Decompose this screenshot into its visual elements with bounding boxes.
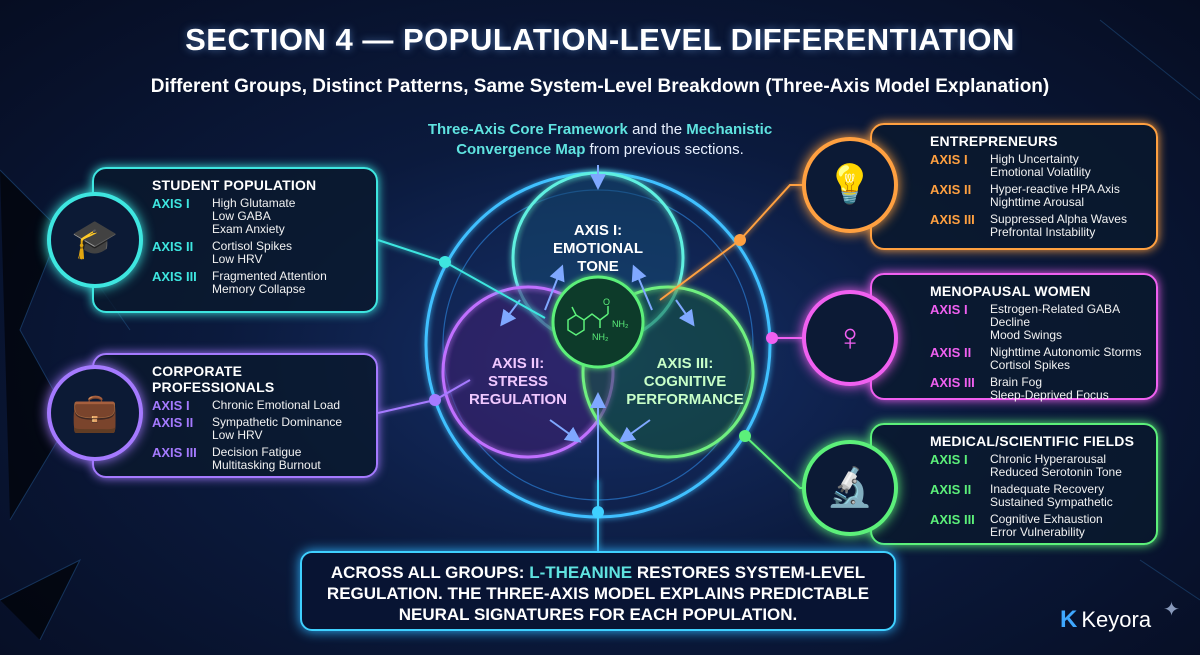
axis-description: Chronic Hyperarousal Reduced Serotonin T… (990, 452, 1122, 479)
summary-highlight: L-Theanine (529, 563, 633, 582)
molecule-icon (567, 306, 609, 336)
axis-label: AXIS III (930, 375, 975, 390)
axis-row: AXIS I Chronic Emotional Load (152, 398, 366, 413)
axis-label: AXIS II (152, 415, 194, 430)
axis-row: AXIS III Decision Fatigue Multitasking Bu… (152, 446, 366, 472)
axis-description: Cortisol Spikes Low HRV (212, 239, 293, 266)
axis-description: Suppressed Alpha Waves Prefrontal Instab… (990, 212, 1127, 239)
axis-description: Decision Fatigue Multitasking Burnout (212, 445, 321, 472)
axis-row: AXIS I Chronic Hyperarousal Reduced Serot… (930, 453, 1146, 479)
molecule-circle (551, 275, 645, 369)
axis-row: AXIS III Suppressed Alpha Waves Prefronta… (930, 213, 1146, 239)
intro-highlight-1: Three-Axis Core Framework (427, 121, 628, 138)
group-card: ENTREPRENEURS AXIS I High Uncertainty Emot… (870, 123, 1158, 250)
summary-pre: Across all groups: (330, 563, 530, 582)
intro-end: from previous sections. (585, 141, 744, 158)
molecule-nh2-a: NH₂ (612, 319, 629, 329)
businessman-icon: 💼 (47, 365, 143, 461)
group-title: CORPORATE PROFESSIONALS (152, 363, 275, 395)
axis-label: AXIS I (930, 302, 968, 317)
brand-name: Keyora (1081, 607, 1152, 632)
axis-row: AXIS II Nighttime Autonomic Storms Cortis… (930, 346, 1146, 372)
group-title: MEDICAL/SCIENTIFIC FIELDS (930, 433, 1135, 449)
sparkle-icon: ✦ (1163, 598, 1180, 621)
molecule-oxygen: O (603, 297, 611, 307)
axis-row: AXIS I Estrogen-Related GABA Decline Mood… (930, 303, 1146, 342)
axis-row: AXIS I High Uncertainty Emotional Volatil… (930, 153, 1146, 179)
axis-description: Hyper-reactive HPA Axis Nighttime Arousa… (990, 182, 1120, 209)
axis-label: AXIS II (930, 345, 972, 360)
axis-label: AXIS II (930, 482, 972, 497)
axis-row: AXIS I High Glutamate Low GABA Exam Anxie… (152, 197, 366, 236)
intro-highlight-2: Mechanistic Convergence Map (456, 121, 773, 158)
scientist-icon: 🔬 (802, 440, 898, 536)
group-card: CORPORATE PROFESSIONALS AXIS I Chronic Emo… (92, 353, 378, 478)
axis-description: Sympathetic Dominance Low HRV (212, 415, 343, 442)
summary-post: restores system-level regulation. The Th… (326, 563, 870, 624)
axis-row: AXIS III Fragmented Attention Memory Coll… (152, 270, 366, 296)
intro-mid: and the (627, 121, 687, 138)
axis-label: AXIS I (152, 196, 190, 211)
axis-description: High Uncertainty Emotional Volatility (990, 152, 1091, 179)
group-card: MEDICAL/SCIENTIFIC FIELDS AXIS I Chronic H… (870, 423, 1158, 545)
axis-row: AXIS II Hyper-reactive HPA Axis Nighttime… (930, 183, 1146, 209)
axis-description: High Glutamate Low GABA Exam Anxiety (212, 196, 296, 236)
page-subtitle: Different Groups, Distinct Patterns, Sam… (150, 76, 1050, 97)
axis-row: AXIS II Inadequate Recovery Sustained Sym… (930, 483, 1146, 509)
axis-label: AXIS III (152, 445, 197, 460)
axis-label: AXIS II (152, 239, 194, 254)
axis-description: Inadequate Recovery Sustained Sympatheti… (990, 482, 1113, 509)
student-icon: 🎓 (47, 192, 143, 288)
group-title: STUDENT POPULATION (152, 177, 317, 193)
group-card: MENOPAUSAL WOMEN AXIS I Estrogen-Related G… (870, 273, 1158, 402)
axis-row: AXIS II Cortisol Spikes Low HRV (152, 240, 366, 266)
summary-box: Across all groups: L-Theanine restores s… (300, 551, 896, 631)
axis-description: Brain Fog Sleep-Deprived Focus (990, 375, 1109, 402)
axis-label: AXIS III (930, 512, 975, 527)
axis-label: AXIS III (930, 212, 975, 227)
axis-row: AXIS III Brain Fog Sleep-Deprived Focus (930, 376, 1146, 402)
axis-row: AXIS II Sympathetic Dominance Low HRV (152, 416, 366, 442)
axis-label: AXIS I (930, 452, 968, 467)
woman-icon: ♀ (802, 290, 898, 386)
axis-description: Fragmented Attention Memory Collapse (212, 269, 327, 296)
intro-text: Three-Axis Core Framework and the Mechan… (400, 120, 800, 160)
group-title: ENTREPRENEURS (930, 133, 1058, 149)
axis1-label: AXIS I: EMOTIONAL TONE (553, 222, 643, 275)
axis2-label: AXIS II: STRESS REGULATION (468, 355, 568, 408)
axis-label: AXIS III (152, 269, 197, 284)
axis3-label: AXIS III: COGNITIVE PERFORMANCE (626, 355, 744, 408)
axis-description: Estrogen-Related GABA Decline Mood Swing… (990, 302, 1120, 342)
axis-description: Chronic Emotional Load (212, 398, 341, 412)
entrepreneur-icon: 💡 (802, 137, 898, 233)
axis-row: AXIS III Cognitive Exhaustion Error Vulne… (930, 513, 1146, 539)
molecule-nh2-b: NH₂ (592, 332, 609, 342)
page-title: SECTION 4 — POPULATION-LEVEL DIFFERENTIA… (185, 22, 1015, 57)
axis-label: AXIS I (152, 398, 190, 413)
keyora-k-icon: K (1060, 606, 1078, 633)
axis-description: Nighttime Autonomic Storms Cortisol Spik… (990, 345, 1142, 372)
axis-label: AXIS I (930, 152, 968, 167)
axis-label: AXIS II (930, 182, 972, 197)
group-title: MENOPAUSAL WOMEN (930, 283, 1091, 299)
axis-description: Cognitive Exhaustion Error Vulnerability (990, 512, 1103, 539)
